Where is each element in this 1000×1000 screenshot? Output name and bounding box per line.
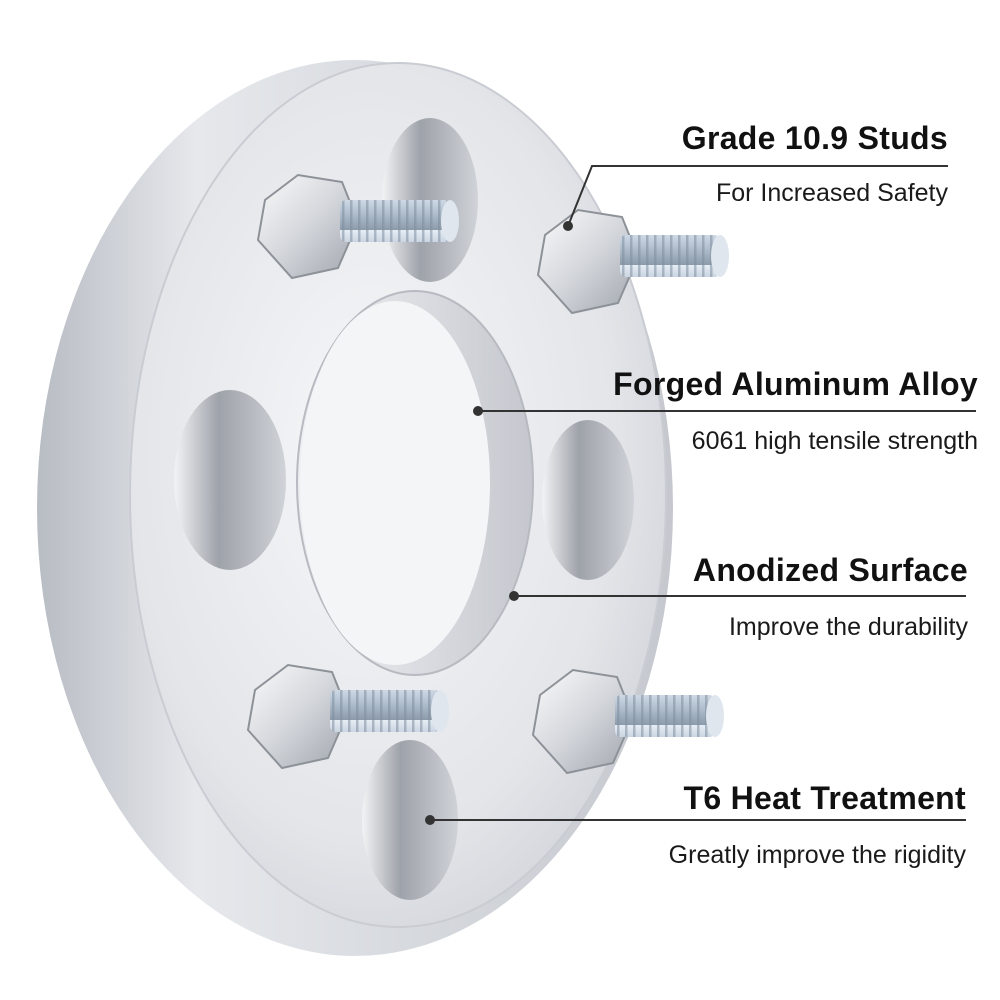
bolt-hole-right bbox=[542, 420, 634, 580]
feature-subtitle: Improve the durability bbox=[728, 613, 968, 641]
feature-aluminum-alloy: Forged Aluminum Alloy 6061 high tensile … bbox=[613, 366, 978, 456]
feature-anodized-surface: Anodized Surface Improve the durability bbox=[693, 552, 968, 642]
feature-title: T6 Heat Treatment bbox=[683, 780, 966, 816]
feature-heat-treatment: T6 Heat Treatment Greatly improve the ri… bbox=[669, 780, 966, 870]
leader-line-studs bbox=[567, 165, 948, 227]
leader-dot-icon bbox=[563, 221, 573, 231]
center-bore-inner bbox=[300, 301, 490, 665]
bolt-hole-left bbox=[174, 390, 286, 570]
bolt-holes bbox=[174, 118, 634, 900]
leader-dots bbox=[425, 221, 573, 825]
spacer-body bbox=[37, 60, 673, 956]
threaded-stud-icon bbox=[330, 690, 440, 732]
bolt-hole-bottom bbox=[362, 740, 458, 900]
lug-nut-icon bbox=[256, 173, 459, 280]
feature-subtitle: Greatly improve the rigidity bbox=[668, 841, 966, 869]
feature-title: Grade 10.9 Studs bbox=[681, 120, 948, 156]
leader-dot-icon bbox=[473, 406, 483, 416]
lug-nut-icon bbox=[531, 668, 724, 775]
feature-subtitle: 6061 high tensile strength bbox=[691, 427, 978, 455]
threaded-stud-icon bbox=[615, 695, 715, 737]
threaded-stud-icon bbox=[340, 200, 450, 242]
feature-title: Anodized Surface bbox=[692, 552, 968, 588]
lug-nut-icon bbox=[246, 663, 449, 770]
lug-nut-icon bbox=[536, 208, 729, 315]
feature-subtitle: For Increased Safety bbox=[715, 179, 948, 207]
leader-dot-icon bbox=[509, 591, 519, 601]
leader-lines bbox=[430, 165, 976, 821]
leader-dot-icon bbox=[425, 815, 435, 825]
feature-grade-studs: Grade 10.9 Studs For Increased Safety bbox=[682, 120, 948, 208]
feature-title: Forged Aluminum Alloy bbox=[613, 366, 978, 402]
threaded-stud-icon bbox=[620, 235, 720, 277]
